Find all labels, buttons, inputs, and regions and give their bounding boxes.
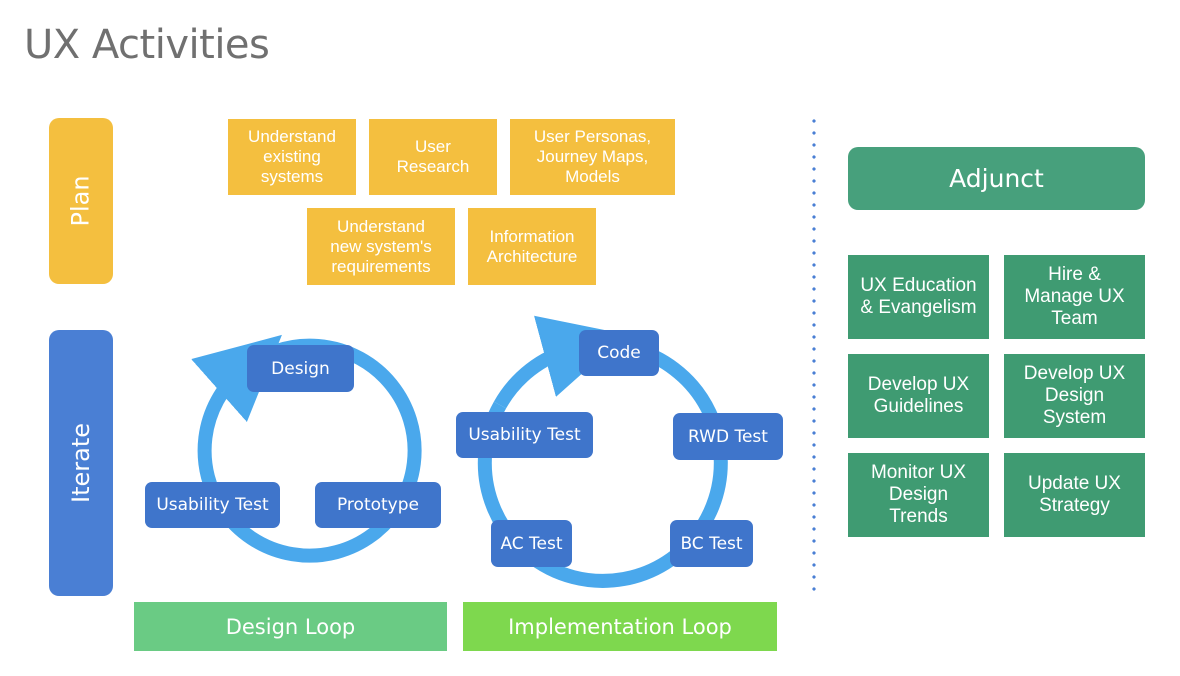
implementation-usability-test-node: Usability Test <box>456 412 593 458</box>
ac-test-node: AC Test <box>491 520 572 567</box>
rwd-test-node: RWD Test <box>673 413 783 460</box>
adjunct-header: Adjunct <box>848 147 1145 210</box>
plan-box-requirements: Understand new system's requirements <box>307 208 455 285</box>
design-node: Design <box>247 345 354 392</box>
adjunct-item-design-system: Develop UX Design System <box>1004 354 1145 438</box>
adjunct-item-ux-strategy: Update UX Strategy <box>1004 453 1145 537</box>
implementation-loop-ring <box>493 315 627 409</box>
prototype-node: Prototype <box>315 482 441 528</box>
adjunct-item-hire-team: Hire & Manage UX Team <box>1004 255 1145 339</box>
plan-box-existing-systems: Understand existing systems <box>228 119 356 195</box>
plan-phase: Plan <box>49 118 113 284</box>
dotted-divider <box>812 115 816 593</box>
bc-test-node: BC Test <box>670 520 753 567</box>
design-usability-test-node: Usability Test <box>145 482 280 528</box>
code-node: Code <box>579 330 659 376</box>
implementation-loop-label: Implementation Loop <box>463 602 777 651</box>
iterate-phase: Iterate <box>49 330 113 596</box>
plan-box-user-research: User Research <box>369 119 497 195</box>
plan-box-personas: User Personas, Journey Maps, Models <box>510 119 675 195</box>
plan-box-information-architecture: Information Architecture <box>468 208 596 285</box>
adjunct-item-design-trends: Monitor UX Design Trends <box>848 453 989 537</box>
adjunct-item-guidelines: Develop UX Guidelines <box>848 354 989 438</box>
page-title: UX Activities <box>24 22 270 68</box>
design-loop-label: Design Loop <box>134 602 447 651</box>
adjunct-item-education: UX Education & Evangelism <box>848 255 989 339</box>
